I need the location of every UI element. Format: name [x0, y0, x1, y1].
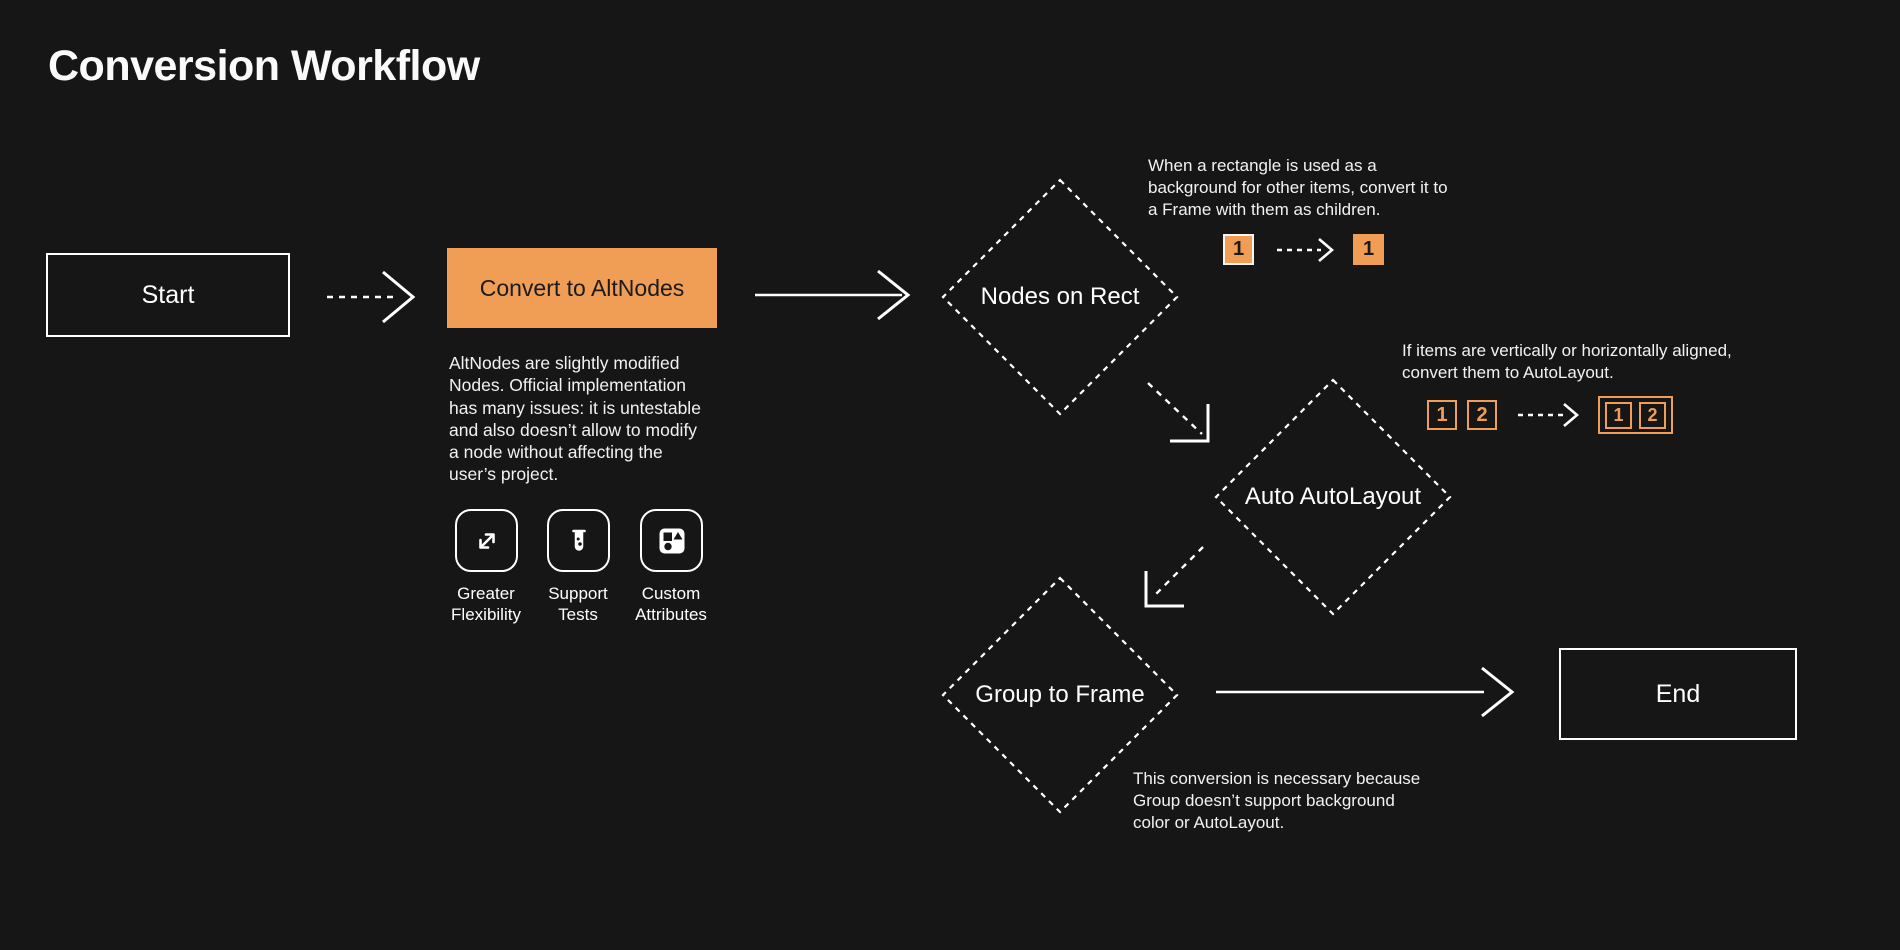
mini-auto-before-item-1: 1 — [1427, 400, 1457, 430]
mini-auto-after-autolayout-frame: 1 2 — [1598, 396, 1673, 434]
mini-auto-before-item-2: 2 — [1467, 400, 1497, 430]
note-autolayout: If items are vertically or horizontally … — [1402, 341, 1732, 382]
shapes-icon — [640, 509, 703, 572]
flow-node-nodes-on-rect: Nodes on Rect — [940, 177, 1180, 417]
diamond-outline — [941, 178, 1179, 416]
flow-node-auto-autolayout: Auto AutoLayout — [1213, 377, 1453, 617]
arrow-convert-to-nodes-on-rect — [755, 269, 911, 321]
test-tube-icon — [547, 509, 610, 572]
mini-auto-after-item-2: 2 — [1639, 401, 1666, 429]
note-altnodes: AltNodes are slightly modified Nodes. Of… — [449, 353, 701, 485]
mini-dashed-arrow — [1518, 403, 1580, 427]
feature-label-custom-attributes: Custom Attributes — [635, 584, 707, 624]
feature-label-support-tests: Support Tests — [548, 584, 608, 624]
flow-node-convert-label: Convert to AltNodes — [479, 274, 685, 301]
mini-rect-after-frame: 1 — [1353, 234, 1384, 265]
note-rect-to-frame: When a rectangle is used as a background… — [1148, 156, 1448, 219]
note-group-frame: This conversion is necessary because Gro… — [1133, 769, 1421, 832]
flow-node-nodes-on-rect-label: Nodes on Rect — [980, 283, 1140, 310]
flow-node-convert-to-altnodes: Convert to AltNodes — [447, 248, 717, 328]
flow-node-group-to-frame: Group to Frame — [940, 575, 1180, 815]
flow-node-end-label: End — [1655, 679, 1701, 708]
flow-node-auto-autolayout-label: Auto AutoLayout — [1244, 483, 1422, 510]
flow-node-start: Start — [46, 253, 290, 337]
expand-arrows-icon — [455, 509, 518, 572]
mini-example-autolayout: 1 2 1 2 — [1427, 396, 1673, 434]
arrow-group-to-frame-to-end — [1216, 666, 1515, 718]
flow-node-end: End — [1559, 648, 1797, 740]
flow-node-group-to-frame-label: Group to Frame — [975, 681, 1145, 708]
mini-dashed-arrow — [1277, 237, 1335, 262]
flow-node-start-label: Start — [141, 280, 195, 309]
diamond-outline — [941, 576, 1179, 814]
mini-rect-before-square: 1 — [1223, 234, 1254, 265]
mini-auto-after-item-1: 1 — [1605, 401, 1632, 429]
feature-label-greater-flexibility: Greater Flexibility — [451, 584, 521, 624]
diamond-outline — [1214, 378, 1452, 616]
arrow-start-to-convert — [327, 270, 416, 324]
mini-example-rect-to-frame: 1 1 — [1223, 234, 1384, 265]
page-title: Conversion Workflow — [48, 42, 480, 90]
